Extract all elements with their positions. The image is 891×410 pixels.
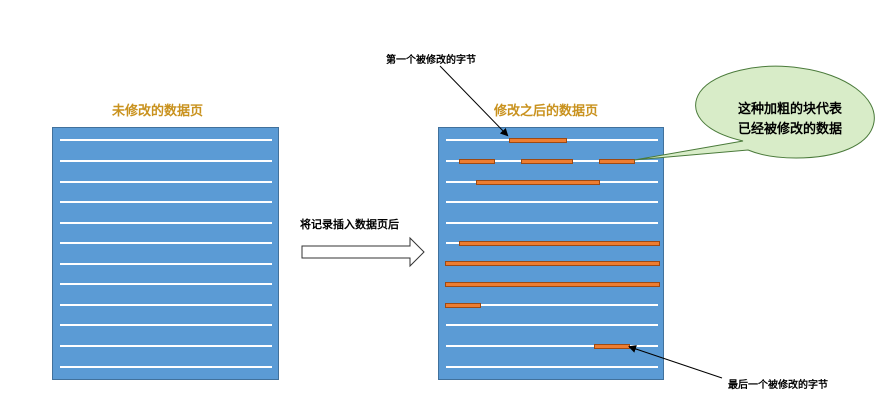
last-byte-label: 最后一个被修改的字节 xyxy=(728,380,828,391)
first-byte-label: 第一个被修改的字节 xyxy=(386,55,476,66)
right-page-title: 修改之后的数据页 xyxy=(494,104,599,119)
row-line xyxy=(60,181,272,183)
modified-block xyxy=(445,282,660,287)
row-line xyxy=(446,201,658,203)
modified-block xyxy=(599,159,635,164)
row-line xyxy=(60,304,272,306)
row-line xyxy=(60,283,272,285)
row-line xyxy=(60,201,272,203)
modified-block xyxy=(445,303,481,308)
row-line xyxy=(60,345,272,347)
row-line xyxy=(446,324,658,326)
original-data-page xyxy=(52,127,279,380)
row-line xyxy=(60,366,272,368)
row-line xyxy=(446,366,658,368)
row-line xyxy=(60,324,272,326)
modified-data-page xyxy=(438,127,664,380)
modified-block xyxy=(521,159,573,164)
transition-arrow xyxy=(301,236,425,268)
first-byte-pointer xyxy=(439,65,509,137)
left-page-title: 未修改的数据页 xyxy=(112,104,204,119)
row-line xyxy=(446,345,658,347)
row-line xyxy=(60,222,272,224)
last-byte-pointer xyxy=(628,345,723,379)
row-line xyxy=(60,160,272,162)
modified-block xyxy=(476,180,600,185)
callout-bubble xyxy=(633,65,875,161)
bubble-text-line2: 已经被修改的数据 xyxy=(738,122,843,137)
row-line xyxy=(446,222,658,224)
row-line xyxy=(60,242,272,244)
arrow-label: 将记录插入数据页后 xyxy=(300,218,399,231)
row-line xyxy=(60,263,272,265)
modified-block xyxy=(445,261,660,266)
bubble-text-line1: 这种加粗的块代表 xyxy=(738,102,843,117)
modified-block xyxy=(459,241,660,246)
modified-block xyxy=(459,159,495,164)
modified-block xyxy=(509,138,567,143)
row-line xyxy=(446,304,658,306)
row-line xyxy=(60,139,272,141)
